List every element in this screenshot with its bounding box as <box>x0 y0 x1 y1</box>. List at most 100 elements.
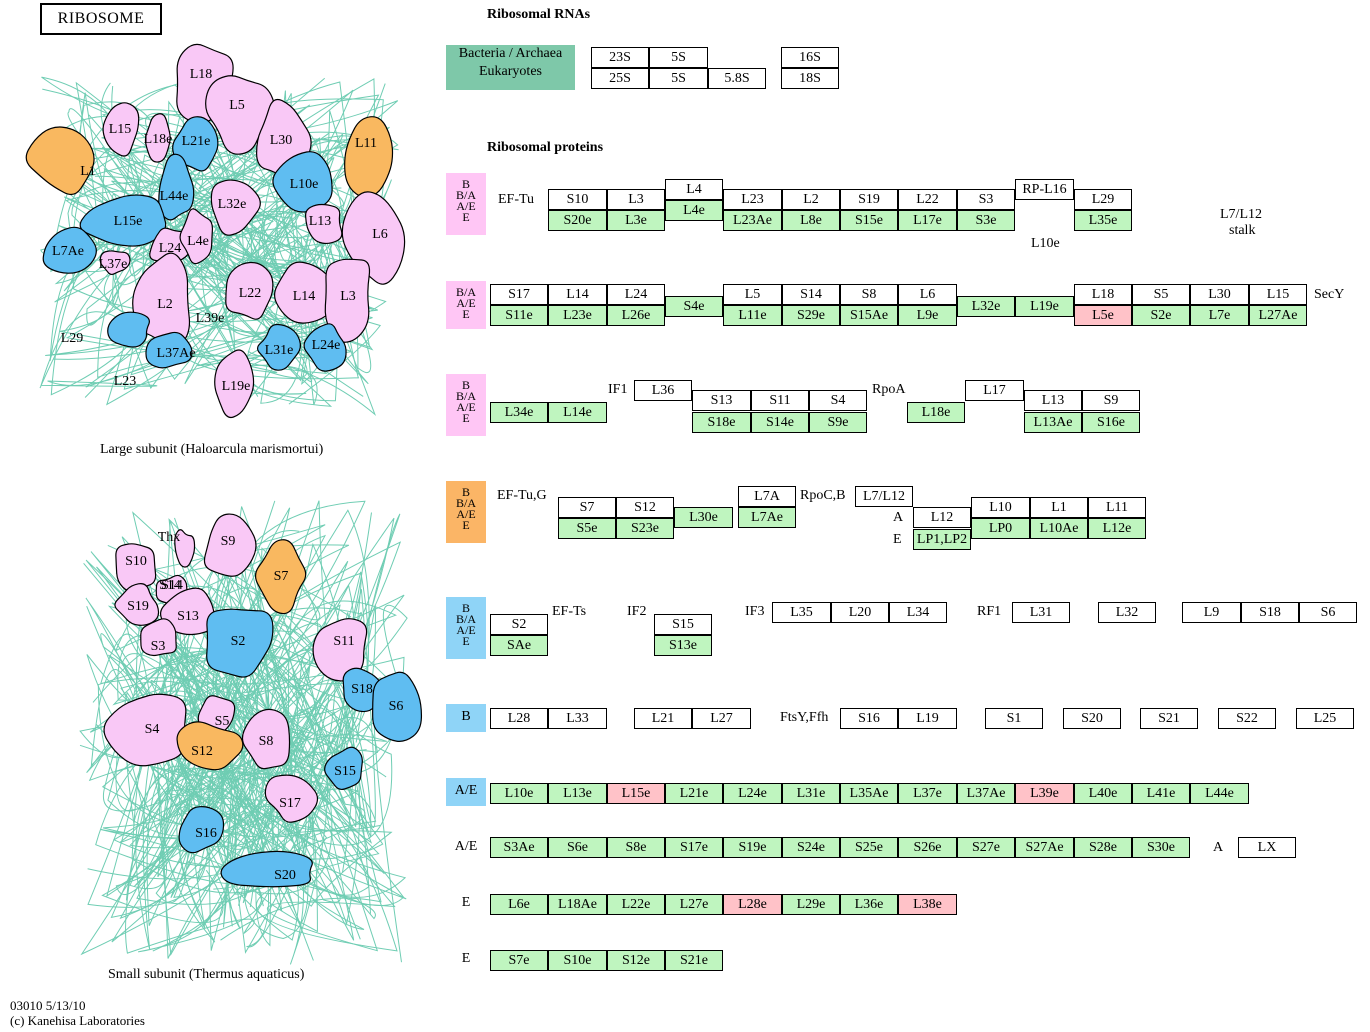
protein-box-l3e[interactable]: L3e <box>607 210 665 231</box>
rna-box-18s[interactable]: 18S <box>781 68 839 89</box>
rna-box-5s[interactable]: 5S <box>649 68 708 89</box>
protein-box-l22[interactable]: L22 <box>898 189 957 210</box>
protein-box-l44e[interactable]: L44e <box>1190 783 1249 804</box>
protein-box-s5e[interactable]: S5e <box>558 518 616 539</box>
protein-box-s6e[interactable]: S6e <box>548 837 607 858</box>
protein-box-l38e[interactable]: L38e <box>898 894 957 915</box>
protein-box-l23e[interactable]: L23e <box>548 305 607 326</box>
protein-box-s11[interactable]: S11 <box>751 390 809 411</box>
protein-box-l33[interactable]: L33 <box>548 708 607 729</box>
protein-box-l6[interactable]: L6 <box>898 284 957 305</box>
protein-box-l14[interactable]: L14 <box>548 284 607 305</box>
protein-box-s7[interactable]: S7 <box>558 497 616 518</box>
protein-box-s20[interactable]: S20 <box>1063 708 1121 729</box>
protein-box-s2e[interactable]: S2e <box>1132 305 1190 326</box>
protein-box-s6[interactable]: S6 <box>1299 602 1357 623</box>
protein-box-l36[interactable]: L36 <box>634 380 692 401</box>
protein-box-s4e[interactable]: S4e <box>665 296 723 317</box>
protein-box-s15e[interactable]: S15e <box>840 210 898 231</box>
protein-box-l18e[interactable]: L18e <box>907 402 965 423</box>
protein-box-l18[interactable]: L18 <box>1074 284 1132 305</box>
protein-box-l24[interactable]: L24 <box>607 284 665 305</box>
protein-box-l40e[interactable]: L40e <box>1074 783 1132 804</box>
protein-box-s7e[interactable]: S7e <box>490 950 548 971</box>
protein-box-s17[interactable]: S17 <box>490 284 548 305</box>
protein-box-l27ae[interactable]: L27Ae <box>1249 305 1307 326</box>
protein-box-l7ae[interactable]: L7Ae <box>738 507 796 528</box>
protein-box-s3[interactable]: S3 <box>957 189 1015 210</box>
protein-box-s22[interactable]: S22 <box>1218 708 1276 729</box>
protein-box-l19e[interactable]: L19e <box>1015 296 1074 317</box>
protein-box-l31e[interactable]: L31e <box>782 783 840 804</box>
protein-box-l1[interactable]: L1 <box>1030 497 1088 518</box>
protein-box-s13[interactable]: S13 <box>692 390 751 411</box>
protein-box-l4[interactable]: L4 <box>665 179 723 200</box>
protein-box-s16[interactable]: S16 <box>840 708 898 729</box>
protein-box-l27[interactable]: L27 <box>692 708 751 729</box>
protein-box-l5e[interactable]: L5e <box>1074 305 1132 326</box>
protein-box-s3ae[interactable]: S3Ae <box>490 837 548 858</box>
protein-box-l22e[interactable]: L22e <box>607 894 665 915</box>
rna-box-25s[interactable]: 25S <box>591 68 649 89</box>
protein-box-s8e[interactable]: S8e <box>607 837 665 858</box>
protein-box-l34[interactable]: L34 <box>889 602 947 623</box>
protein-box-l21e[interactable]: L21e <box>665 783 723 804</box>
protein-box-l25[interactable]: L25 <box>1296 708 1354 729</box>
protein-box-l13ae[interactable]: L13Ae <box>1024 412 1082 433</box>
protein-box-s14e[interactable]: S14e <box>751 412 809 433</box>
protein-box-s4[interactable]: S4 <box>809 390 867 411</box>
protein-box-s15[interactable]: S15 <box>654 614 712 635</box>
protein-box-l9e[interactable]: L9e <box>898 305 957 326</box>
protein-box-s18e[interactable]: S18e <box>692 412 751 433</box>
protein-box-l18ae[interactable]: L18Ae <box>548 894 607 915</box>
protein-box-l35e[interactable]: L35e <box>1074 210 1132 231</box>
rna-box-16s[interactable]: 16S <box>781 47 839 68</box>
protein-box-s8[interactable]: S8 <box>840 284 898 305</box>
protein-box-l32e[interactable]: L32e <box>957 296 1015 317</box>
protein-box-l23ae[interactable]: L23Ae <box>723 210 782 231</box>
rna-box-5-8s[interactable]: 5.8S <box>708 68 766 89</box>
protein-box-l31[interactable]: L31 <box>1012 602 1070 623</box>
protein-box-l19[interactable]: L19 <box>898 708 957 729</box>
protein-box-l34e[interactable]: L34e <box>490 402 548 423</box>
protein-box-l30[interactable]: L30 <box>1190 284 1249 305</box>
protein-box-s27e[interactable]: S27e <box>957 837 1015 858</box>
protein-box-s29e[interactable]: S29e <box>782 305 840 326</box>
protein-box-s11e[interactable]: S11e <box>490 305 548 326</box>
protein-box-l26e[interactable]: L26e <box>607 305 665 326</box>
protein-box-s21[interactable]: S21 <box>1140 708 1198 729</box>
protein-box-l7-l12[interactable]: L7/L12 <box>855 486 913 507</box>
protein-box-l29e[interactable]: L29e <box>782 894 840 915</box>
protein-box-s13e[interactable]: S13e <box>654 635 712 656</box>
protein-box-s20e[interactable]: S20e <box>548 210 607 231</box>
protein-box-l23[interactable]: L23 <box>723 189 782 210</box>
protein-box-l14e[interactable]: L14e <box>548 402 607 423</box>
protein-box-l17e[interactable]: L17e <box>898 210 957 231</box>
protein-box-s24e[interactable]: S24e <box>782 837 840 858</box>
protein-box-l8e[interactable]: L8e <box>782 210 840 231</box>
protein-box-l10e[interactable]: L10e <box>490 783 548 804</box>
protein-box-l24e[interactable]: L24e <box>723 783 782 804</box>
map-title[interactable]: RIBOSOME <box>40 3 162 35</box>
protein-box-l35ae[interactable]: L35Ae <box>840 783 898 804</box>
protein-box-s19e[interactable]: S19e <box>723 837 782 858</box>
protein-box-sae[interactable]: SAe <box>490 635 548 656</box>
protein-box-l10ae[interactable]: L10Ae <box>1030 518 1088 539</box>
protein-box-s10e[interactable]: S10e <box>548 950 607 971</box>
protein-box-s14[interactable]: S14 <box>782 284 840 305</box>
protein-box-l12e[interactable]: L12e <box>1088 518 1146 539</box>
protein-box-lp0[interactable]: LP0 <box>971 518 1030 539</box>
protein-box-l6e[interactable]: L6e <box>490 894 548 915</box>
protein-box-l35[interactable]: L35 <box>772 602 831 623</box>
protein-box-rp-l16[interactable]: RP-L16 <box>1015 179 1074 200</box>
rna-box-5s[interactable]: 5S <box>649 47 708 68</box>
protein-box-s23e[interactable]: S23e <box>616 518 674 539</box>
protein-box-l37ae[interactable]: L37Ae <box>957 783 1015 804</box>
protein-box-l4e[interactable]: L4e <box>665 200 723 221</box>
protein-box-s12[interactable]: S12 <box>616 497 674 518</box>
protein-box-s5[interactable]: S5 <box>1132 284 1190 305</box>
protein-box-l2[interactable]: L2 <box>782 189 840 210</box>
protein-box-l41e[interactable]: L41e <box>1132 783 1190 804</box>
protein-box-s16e[interactable]: S16e <box>1082 412 1140 433</box>
protein-box-s10[interactable]: S10 <box>548 189 607 210</box>
